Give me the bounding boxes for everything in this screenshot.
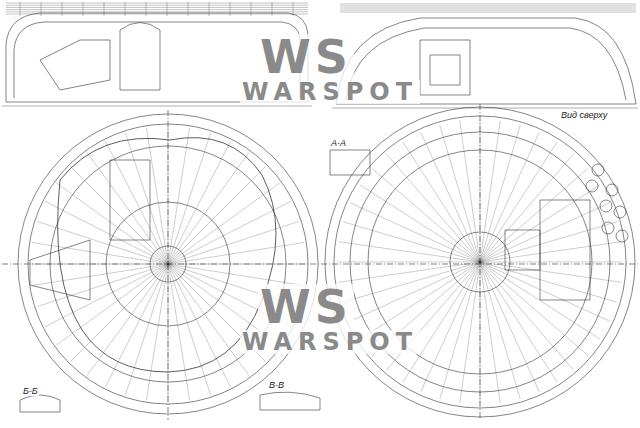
watermark: WARSPOT bbox=[240, 330, 420, 354]
section-label: Вид сверху bbox=[560, 110, 608, 120]
section-label: В-В bbox=[268, 380, 285, 390]
watermark: WS bbox=[258, 284, 354, 330]
watermark: WARSPOT bbox=[240, 80, 420, 104]
section-label: Б-Б bbox=[22, 386, 39, 396]
section-label: А-А bbox=[330, 138, 347, 148]
line-work bbox=[2, 2, 638, 420]
watermark: WS bbox=[258, 34, 354, 80]
